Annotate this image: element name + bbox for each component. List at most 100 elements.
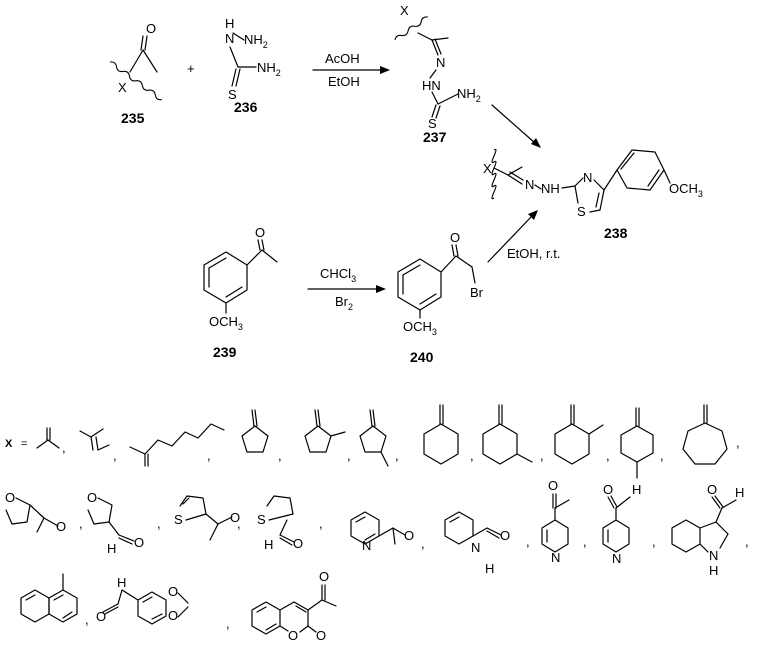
compound-number-237: 237 <box>423 129 447 145</box>
svg-text:O: O <box>5 490 15 505</box>
svg-text:O: O <box>404 528 414 543</box>
svg-text:O: O <box>316 628 326 643</box>
svg-text:H: H <box>632 482 641 497</box>
svg-text:,: , <box>540 448 544 463</box>
methoxy-group: OCH3 <box>669 181 703 199</box>
substituent-acetylfuran: O O <box>5 490 66 534</box>
svg-text:O: O <box>603 482 613 497</box>
x-equals: = <box>21 438 27 450</box>
substituent-methylnaphthalene <box>20 573 78 623</box>
atom-n: N <box>583 170 592 185</box>
svg-text:O: O <box>293 536 303 551</box>
svg-text:,: , <box>157 516 161 531</box>
atom-hn: HN <box>422 78 441 93</box>
substituent-acetylcoumarin: O O O <box>251 569 337 643</box>
atom-nh2: NH2 <box>244 32 268 50</box>
svg-text:O: O <box>134 535 144 550</box>
substituent-butylidene <box>79 428 110 451</box>
svg-text:O: O <box>230 510 240 525</box>
reaction-arrow-4: EtOH, r.t. <box>487 210 560 263</box>
substituent-cycloheptylidene <box>682 404 728 465</box>
atom-x: X <box>400 3 409 18</box>
substituent-furfural: O O H <box>87 490 144 556</box>
wavy-bond-235 <box>109 61 162 101</box>
svg-text:S: S <box>174 512 183 527</box>
reaction-arrow-1: AcOH EtOH <box>312 51 390 89</box>
svg-text:O: O <box>96 609 106 624</box>
svg-text:N: N <box>362 538 371 553</box>
substituent-cyclohexylidene <box>423 404 459 465</box>
substituent-isopropylidene <box>36 427 60 449</box>
reaction-arrow-3: CHCl3 Br2 <box>307 266 386 312</box>
atom-nh2: NH2 <box>457 86 481 104</box>
atom-n: N <box>525 177 534 192</box>
reagent-chcl3: CHCl3 <box>320 266 356 284</box>
svg-text:,: , <box>736 435 740 450</box>
svg-text:H: H <box>485 561 494 576</box>
compound-240: O Br OCH3 240 <box>397 230 484 365</box>
arrowhead <box>380 66 390 74</box>
svg-text:S: S <box>257 512 266 527</box>
atom-x: X <box>483 161 492 176</box>
reagent-br2: Br2 <box>335 294 353 312</box>
atom-n: N <box>225 31 234 46</box>
svg-text:,: , <box>606 448 610 463</box>
atom-x: X <box>118 80 127 95</box>
svg-text:O: O <box>500 528 510 543</box>
svg-text:,: , <box>395 448 399 463</box>
svg-text:,: , <box>79 516 83 531</box>
substituent-cyclopentylidene <box>241 409 269 453</box>
svg-text:,: , <box>470 448 474 463</box>
svg-text:,: , <box>207 448 211 463</box>
substituent-4-methylcyclohexylidene <box>620 407 654 479</box>
methoxy-group: OCH3 <box>209 314 243 332</box>
svg-text:,: , <box>660 448 664 463</box>
svg-text:H: H <box>264 537 273 552</box>
atom-br: Br <box>470 285 484 300</box>
substituent-pyridinecarbaldehyde: N O H <box>444 511 510 576</box>
svg-text:O: O <box>548 478 558 493</box>
svg-text:,: , <box>319 516 323 531</box>
svg-text:,: , <box>62 440 66 455</box>
atom-s: S <box>428 116 437 131</box>
svg-text:,: , <box>583 534 587 549</box>
svg-text:O: O <box>168 584 178 599</box>
compound-235: O X 235 <box>109 21 162 126</box>
compound-236: H N NH2 NH2 S 236 <box>225 16 281 115</box>
x-substituent-legend-row3: , H O O O , O <box>20 569 337 643</box>
substituent-piperonal: H O O O <box>96 575 189 625</box>
substituent-3-methylcyclopentylidene <box>359 409 389 467</box>
substituent-acetylthiophene: S O <box>174 495 240 541</box>
svg-text:N: N <box>551 550 560 565</box>
atom-n: N <box>436 55 445 70</box>
substituent-3-methylcyclohexylidene <box>482 404 533 465</box>
substituent-4-acetylpyridine: O N <box>541 478 570 565</box>
svg-text:H: H <box>107 541 116 556</box>
x-substituent-legend-row2: O O , O O H , S O <box>5 478 749 578</box>
svg-text:O: O <box>707 482 717 497</box>
substituent-pyridine-4-carbaldehyde: O H N <box>602 482 641 566</box>
compound-number-236: 236 <box>234 99 258 115</box>
svg-text:N: N <box>612 551 621 566</box>
atom-s: S <box>228 87 237 102</box>
atom-nh: NH <box>541 181 560 196</box>
reaction-arrow-2 <box>491 104 541 148</box>
svg-text:,: , <box>652 534 656 549</box>
substituent-indolecarbaldehyde: O H N H <box>671 482 744 578</box>
substituent-2-methylcyclohexylidene <box>554 404 604 465</box>
compound-237: X N HN NH2 S 237 <box>394 3 481 145</box>
x-substituent-legend: X = , , , , <box>5 404 740 479</box>
svg-text:,: , <box>421 536 425 551</box>
methoxy-group: OCH3 <box>403 319 437 337</box>
svg-text:N: N <box>709 548 718 563</box>
atom-h: H <box>225 16 234 31</box>
svg-text:H: H <box>117 575 126 590</box>
svg-text:,: , <box>226 616 230 631</box>
svg-text:,: , <box>347 448 351 463</box>
x-label: X <box>5 438 13 450</box>
compound-number-239: 239 <box>213 344 237 360</box>
svg-text:,: , <box>85 612 89 627</box>
reagent-etoh: EtOH <box>328 74 360 89</box>
svg-text:,: , <box>278 448 282 463</box>
